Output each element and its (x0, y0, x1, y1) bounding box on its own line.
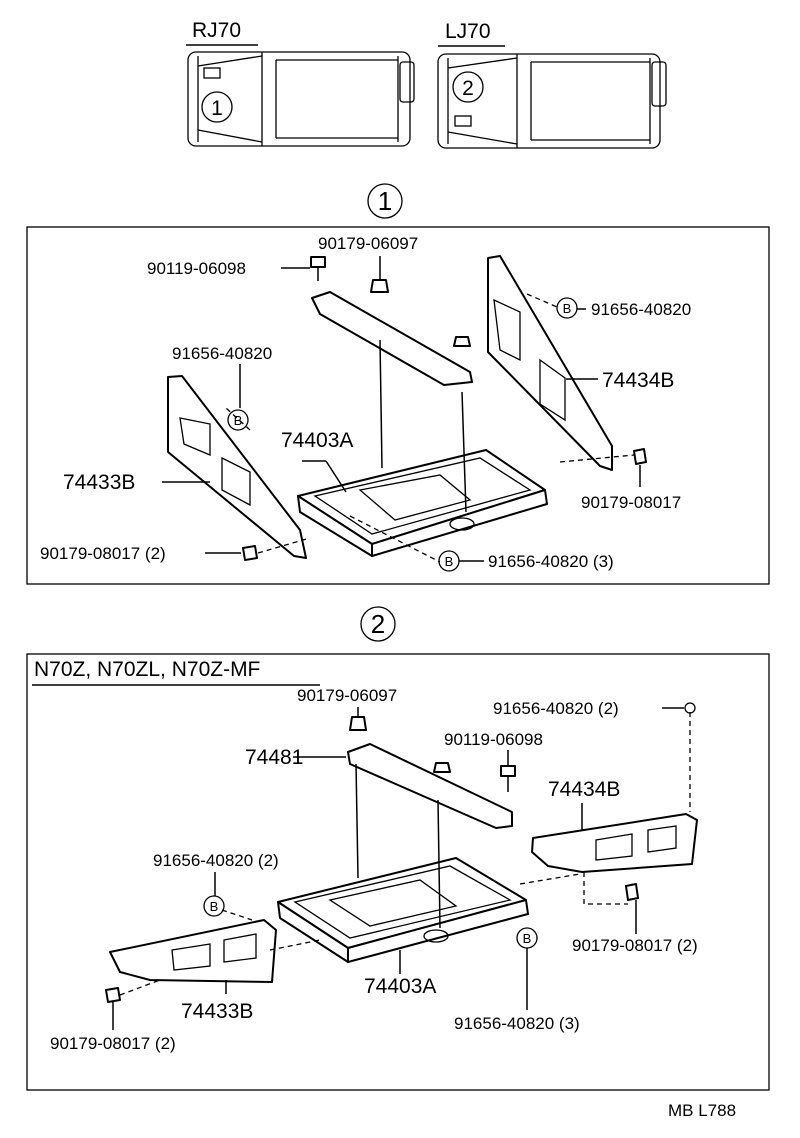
callout-2-bracket-right: 74434B (548, 778, 620, 801)
figure-code: MB L788 (668, 1101, 736, 1120)
tie-rod-1b (461, 391, 467, 513)
nut-top-2 (349, 716, 367, 731)
callout-1-nut-left: 90179-08017 (2) (40, 544, 166, 563)
bracket-left-2 (109, 919, 277, 983)
nut-mid-2 (433, 762, 451, 773)
nut-left-1 (242, 545, 258, 561)
nut-right-2 (625, 883, 639, 901)
callout-2-tray: 74403A (364, 975, 436, 998)
bracket-right-2 (531, 813, 698, 873)
nut-right-1 (633, 448, 647, 465)
callout-1-bracket-left: 74433B (63, 471, 135, 494)
vehicle-views: RJ70 1 LJ70 (186, 19, 667, 149)
hold-down-2 (347, 743, 513, 829)
callout-1-clamp-right: 91656-40820 (591, 300, 691, 319)
clamp-b-text-1b: B (234, 413, 243, 428)
battery-tray-2 (277, 857, 529, 963)
callout-2-clamp-bottom: 91656-40820 (3) (454, 1014, 580, 1033)
section-2-marker: 2 (371, 609, 385, 639)
tie-rod-2b (437, 799, 441, 929)
callout-2-bolt: 90119-06098 (444, 730, 543, 749)
tie-rod-2a (355, 763, 359, 879)
callout-1-bolt: 90119-06098 (147, 259, 246, 278)
vehicle-lj70-outline: 2 (437, 53, 667, 149)
callout-1-clamp-bottom: 91656-40820 (3) (488, 552, 614, 571)
callout-2-clamp-top: 91656-40820 (2) (493, 699, 619, 718)
clamp-b-text-1c: B (445, 554, 454, 569)
section-1-frame (26, 226, 770, 585)
clamp-b-text-2b: B (523, 931, 532, 946)
callout-2-nut-top: 90179-06097 (297, 686, 397, 705)
section-2-marker-circle (360, 606, 396, 642)
bracket-left-1 (167, 375, 307, 559)
callout-2-clamp-left: 91656-40820 (2) (153, 851, 279, 870)
battery-type-label: N70Z, N70ZL, N70Z-MF (34, 658, 260, 681)
clamp-b-text-1a: B (563, 301, 572, 316)
section-1-marker-circle (367, 183, 403, 219)
nut-left-2 (105, 987, 121, 1003)
callout-2-nut-left: 90179-08017 (2) (50, 1034, 176, 1053)
callout-1-bracket-right: 74434B (602, 369, 674, 392)
clamp-b-symbol-1c: B (438, 550, 460, 572)
section-1: 1 (26, 183, 770, 585)
model-label-rj70: RJ70 (192, 19, 241, 42)
callout-2-hold-down: 74481 (245, 746, 303, 769)
hold-down-1 (311, 291, 473, 386)
bracket-right-1 (487, 255, 613, 471)
clamp-b-symbol-1b: B (227, 409, 249, 431)
callout-1-nut-top: 90179-06097 (318, 234, 418, 253)
vehicle-lj70-marker: 2 (462, 77, 474, 100)
section-2: 2 N70Z, N70ZL, N70Z-MF (26, 606, 770, 1091)
tie-rod-1a (379, 339, 383, 469)
clamp-b-symbol-1a: B (556, 297, 578, 319)
vehicle-rj70-outline: 1 (187, 51, 415, 147)
callout-2-bracket-left: 74433B (181, 1000, 253, 1023)
callout-1-tray: 74403A (281, 429, 353, 452)
section-1-marker: 1 (378, 186, 392, 216)
section-2-frame (26, 653, 770, 1091)
clamp-b-text-2a: B (210, 899, 219, 914)
callout-1-nut-right: 90179-08017 (581, 493, 681, 512)
nut-top-1 (370, 279, 389, 293)
vehicle-rj70-marker: 1 (211, 97, 223, 120)
callout-1-clamp-left: 91656-40820 (172, 344, 272, 363)
nut-mid-1 (453, 336, 471, 347)
bolt-1 (310, 256, 326, 281)
battery-tray-1 (297, 449, 548, 557)
clamp-small-2 (684, 702, 696, 714)
bolt-2 (500, 765, 516, 792)
callout-2-nut-right: 90179-08017 (2) (572, 936, 698, 955)
clamp-b-symbol-2a: B (203, 895, 225, 917)
model-label-lj70: LJ70 (445, 20, 491, 43)
clamp-b-symbol-2b: B (516, 927, 538, 949)
